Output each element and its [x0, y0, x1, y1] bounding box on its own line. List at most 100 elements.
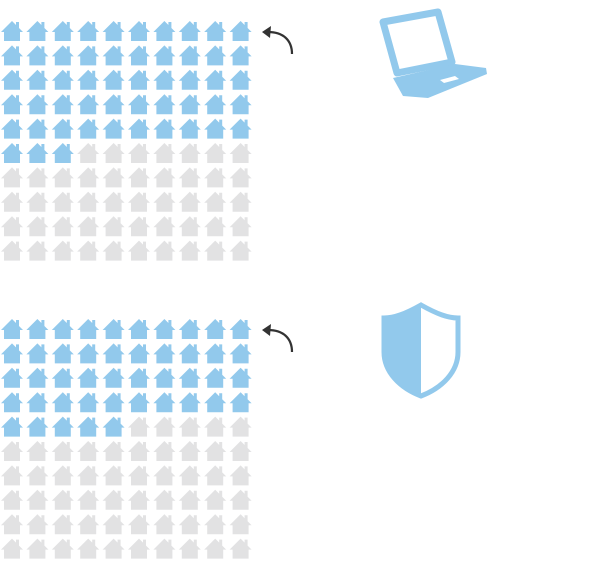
house-icon-filled [128, 118, 150, 139]
house-icon-empty [229, 216, 252, 237]
house-icon-empty [229, 191, 252, 212]
house-icon-filled [51, 416, 74, 437]
house-icon-filled [229, 45, 252, 66]
house-icon-filled [77, 416, 100, 437]
house-icon-filled [51, 319, 74, 339]
house-icon-empty [51, 240, 74, 261]
house-icon-filled [26, 45, 49, 66]
house-icon-empty [178, 441, 201, 461]
house-icon-filled [102, 118, 125, 139]
house-icon-filled [51, 94, 74, 115]
house-icon-empty [102, 465, 125, 486]
house-icon-empty [153, 489, 176, 510]
house-icon-empty [1, 191, 23, 212]
house-icon-empty [153, 216, 176, 237]
house-icon-empty [128, 538, 150, 559]
house-icon-filled [1, 118, 23, 139]
house-icon-filled [178, 367, 201, 388]
house-icon-filled [102, 392, 125, 413]
house-icon-filled [229, 319, 252, 339]
house-icon-filled [204, 319, 227, 339]
house-icon-empty [229, 538, 252, 559]
house-icon-empty [26, 514, 49, 535]
house-icon-filled [77, 319, 100, 339]
house-icon-empty [77, 465, 100, 486]
house-icon-empty [229, 441, 252, 461]
curved-arrow-icon [267, 328, 294, 353]
house-icon-empty [102, 143, 125, 163]
house-icon-filled [178, 69, 201, 90]
house-icon-empty [204, 465, 227, 486]
house-icon-filled [77, 94, 100, 115]
house-icon-empty [204, 143, 227, 163]
house-icon-empty [178, 143, 201, 163]
house-icon-filled [77, 21, 100, 41]
house-icon-filled [204, 367, 227, 388]
house-icon-empty [26, 167, 49, 188]
house-icon-filled [26, 69, 49, 90]
house-icon-filled [51, 69, 74, 90]
house-icon-filled [153, 392, 176, 413]
house-icon-empty [178, 489, 201, 510]
house-icon-empty [204, 240, 227, 261]
house-icon-filled [204, 21, 227, 41]
house-icon-filled [128, 392, 150, 413]
house-icon-filled [1, 45, 23, 66]
house-icon-filled [77, 367, 100, 388]
house-icon-empty [77, 240, 100, 261]
house-icon-empty [102, 167, 125, 188]
house-icon-filled [1, 367, 23, 388]
arrow-head [262, 324, 271, 336]
house-icon-empty [153, 167, 176, 188]
house-icon-empty [102, 514, 125, 535]
house-icon-empty [153, 465, 176, 486]
house-icon-empty [229, 143, 252, 163]
house-icon-empty [178, 416, 201, 437]
house-icon-empty [51, 489, 74, 510]
house-icon-empty [204, 538, 227, 559]
house-icon-empty [51, 465, 74, 486]
house-icon-filled [229, 343, 252, 364]
house-icon-filled [229, 94, 252, 115]
house-icon-empty [178, 514, 201, 535]
house-icon-filled [26, 143, 49, 163]
house-icon-filled [229, 118, 252, 139]
house-icon-empty [26, 441, 49, 461]
house-icon-empty [128, 216, 150, 237]
house-icon-filled [128, 45, 150, 66]
house-icon-empty [26, 216, 49, 237]
curved-arrow-icon [267, 30, 294, 55]
house-icon-empty [229, 514, 252, 535]
house-icon-empty [229, 489, 252, 510]
house-icon-empty [204, 441, 227, 461]
house-icon-empty [128, 489, 150, 510]
house-icon-empty [128, 167, 150, 188]
house-icon-filled [77, 343, 100, 364]
house-icon-filled [77, 392, 100, 413]
house-icon-empty [77, 441, 100, 461]
house-icon-filled [102, 343, 125, 364]
house-icon-empty [26, 240, 49, 261]
house-icon-empty [1, 538, 23, 559]
house-icon-empty [1, 514, 23, 535]
house-icon-filled [153, 45, 176, 66]
house-icon-filled [153, 21, 176, 41]
house-icon-empty [77, 514, 100, 535]
house-icon-filled [204, 69, 227, 90]
house-icon-filled [102, 94, 125, 115]
house-icon-filled [229, 392, 252, 413]
house-icon-filled [178, 118, 201, 139]
house-icon-empty [26, 465, 49, 486]
house-icon-empty [178, 538, 201, 559]
house-icon-filled [178, 392, 201, 413]
house-icon-empty [77, 216, 100, 237]
house-icon-empty [51, 538, 74, 559]
house-icon-empty [153, 514, 176, 535]
house-icon-empty [204, 216, 227, 237]
house-icon-filled [26, 21, 49, 41]
house-icon-filled [1, 143, 23, 163]
house-icon-empty [77, 167, 100, 188]
house-icon-empty [77, 538, 100, 559]
house-icon-filled [153, 118, 176, 139]
house-icon-empty [153, 441, 176, 461]
